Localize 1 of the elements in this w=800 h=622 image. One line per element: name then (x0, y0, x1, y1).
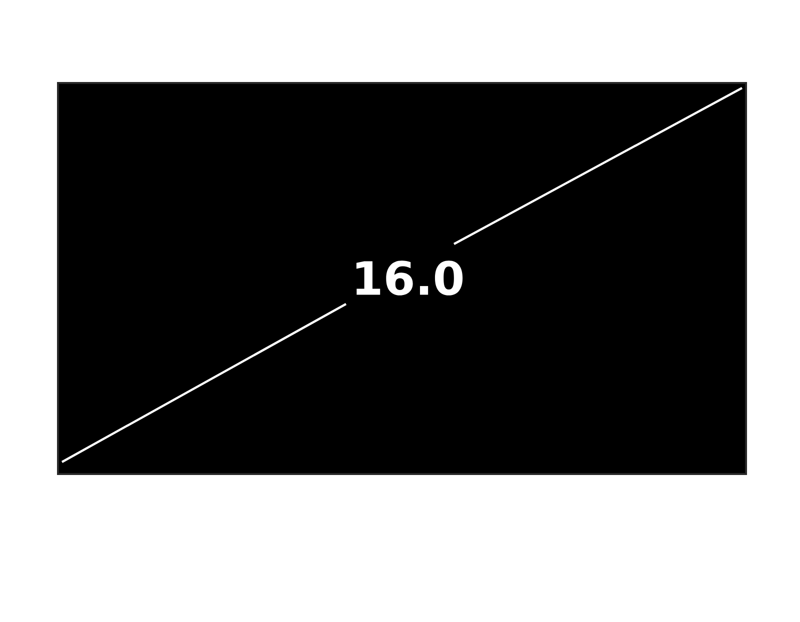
size-label: 16.0 (356, 260, 463, 296)
